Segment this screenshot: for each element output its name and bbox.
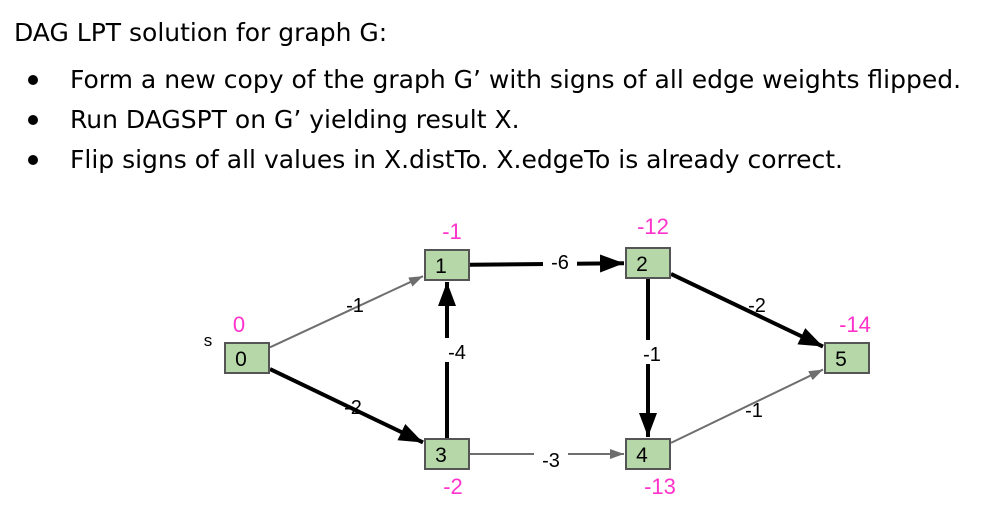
- dist-label-2: -12: [637, 214, 669, 239]
- node-2: [625, 247, 671, 279]
- bullet-dot-icon: [28, 155, 38, 165]
- node-label-5: 5: [835, 348, 847, 371]
- node-0: [224, 342, 270, 374]
- weight-label-2-5: -2: [748, 295, 766, 317]
- bullet-text: Form a new copy of the graph G’ with sig…: [70, 65, 962, 94]
- node-label-4: 4: [636, 444, 648, 467]
- node-4: [625, 438, 671, 470]
- node-1: [424, 249, 470, 281]
- bullet-text: Run DAGSPT on G’ yielding result X.: [70, 105, 520, 134]
- weight-label-bg: [543, 248, 577, 272]
- bullet-text: Flip signs of all values in X.distTo. X.…: [70, 145, 843, 174]
- weight-label-bg: [534, 446, 568, 470]
- node-label-1: 1: [435, 255, 447, 278]
- dist-label-3: -2: [443, 474, 463, 499]
- dist-label-5: -14: [839, 312, 871, 337]
- node-label-0: 0: [235, 348, 247, 371]
- bullet-dot-icon: [28, 115, 38, 125]
- source-marker: s: [204, 331, 213, 350]
- weight-label-bg: [440, 338, 474, 362]
- weight-label-3-1: -4: [448, 342, 466, 364]
- node-label-2: 2: [636, 253, 648, 276]
- weight-label-0-1: -1: [346, 295, 364, 317]
- weight-label-0-3: -2: [344, 397, 362, 419]
- edge-0-1: [269, 275, 424, 349]
- weight-label-3-4: -3: [542, 450, 560, 472]
- edge-2-5: [670, 272, 824, 349]
- weight-label-bg: [635, 340, 669, 364]
- weight-label-4-5: -1: [745, 400, 763, 422]
- edge-4-5: [670, 368, 824, 444]
- dist-label-0: 0: [233, 312, 245, 337]
- weight-label-2-4: -1: [643, 344, 661, 366]
- weight-label-1-2: -6: [551, 252, 569, 274]
- dist-label-4: -13: [644, 474, 676, 499]
- bullet-dot-icon: [28, 75, 38, 85]
- edge-0-3: [269, 367, 424, 445]
- dist-label-1: -1: [442, 219, 462, 244]
- node-5: [824, 342, 870, 374]
- slide-title: DAG LPT solution for graph G:: [14, 18, 388, 47]
- node-label-3: 3: [435, 444, 447, 467]
- node-3: [424, 438, 470, 470]
